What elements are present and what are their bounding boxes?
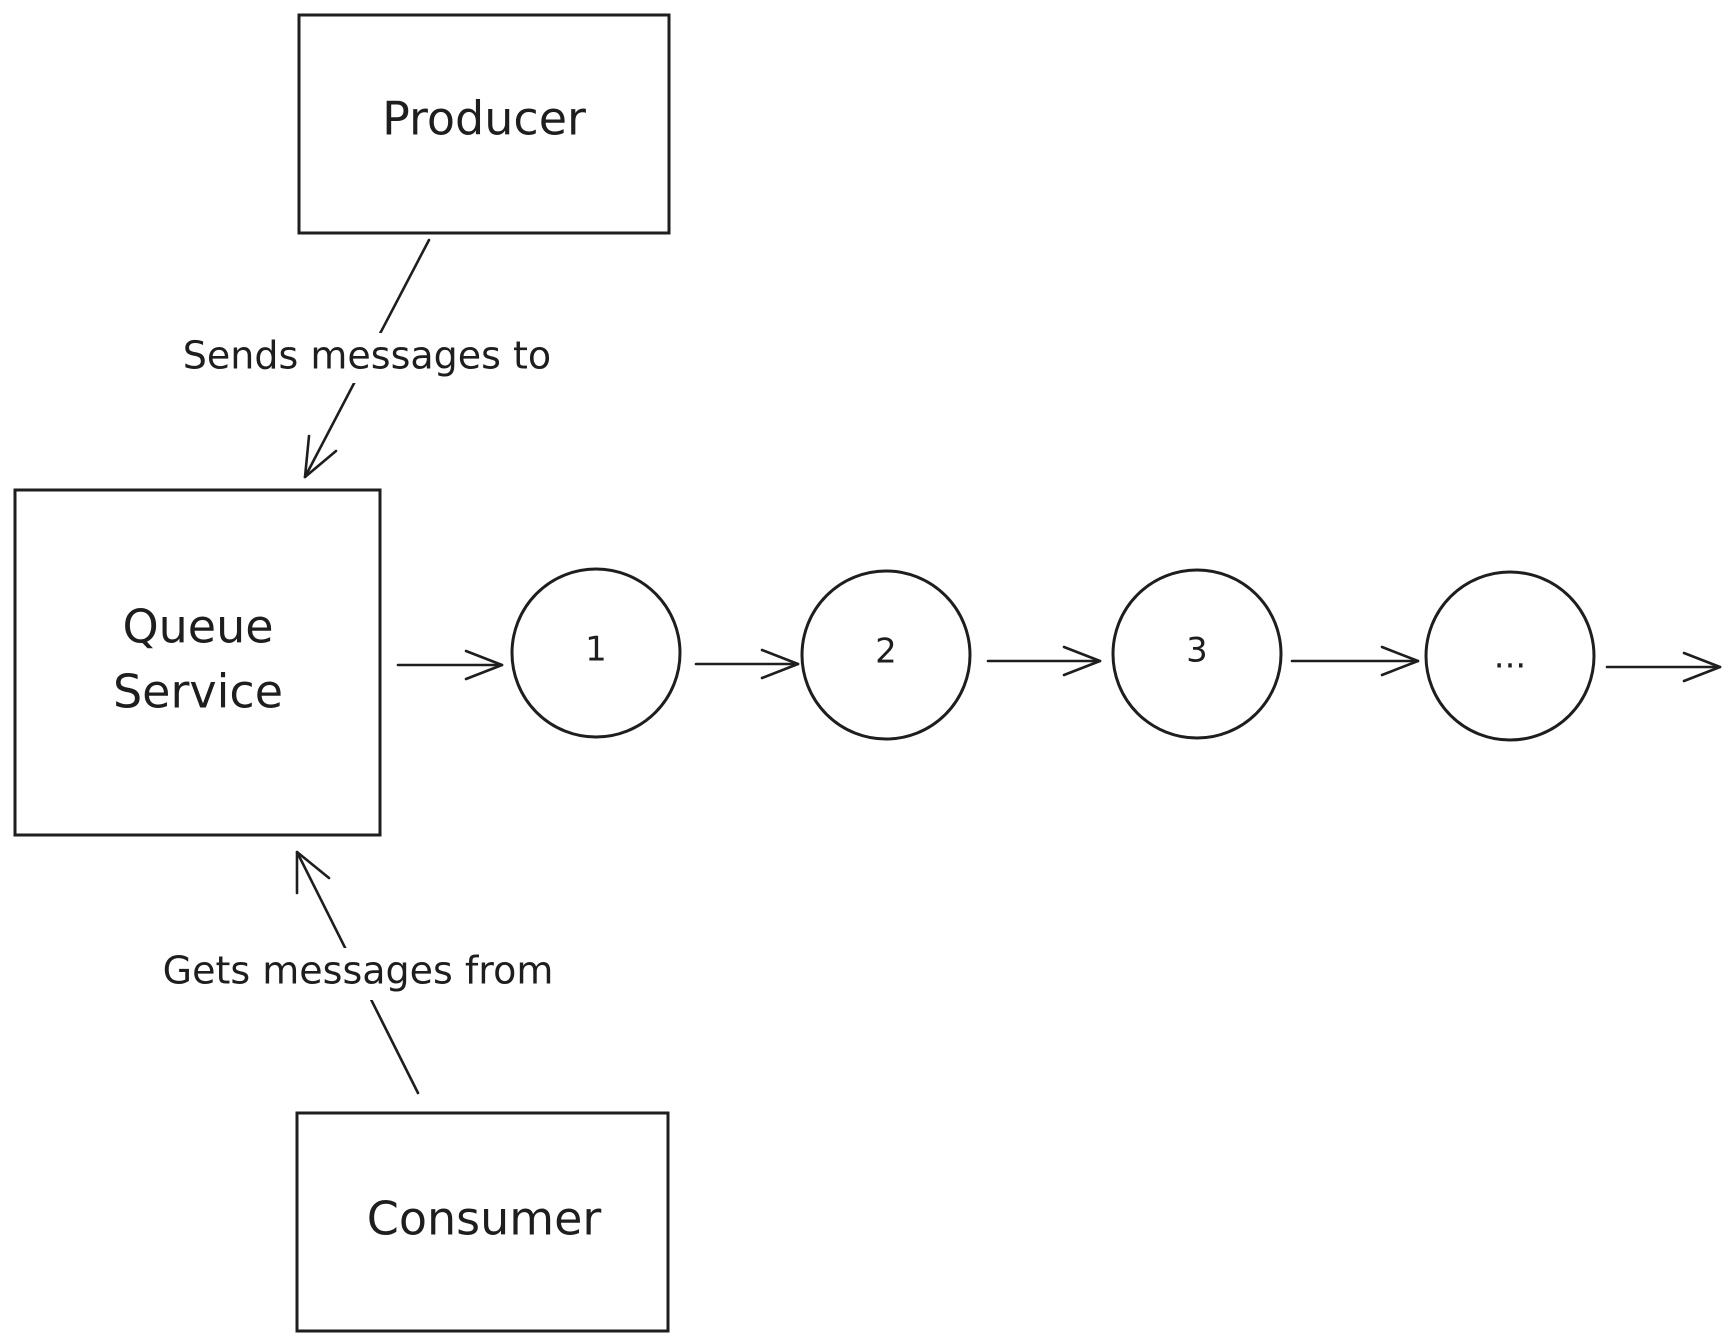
edge-item-2-to-item-3	[986, 645, 1102, 677]
consumer-label: Consumer	[367, 1192, 602, 1246]
queue-item-1: 1	[510, 567, 682, 739]
edge-item-2-to-item-3-arrowhead	[1062, 645, 1102, 677]
queue-item-3-circle	[1111, 568, 1283, 740]
edge-producer-to-queue-label: Sends messages to	[183, 334, 551, 378]
queue-item-ellipsis-label: ...	[1494, 637, 1526, 677]
edge-queue-to-item-1-arrowhead	[464, 649, 504, 681]
queue-item-ellipsis: ...	[1424, 570, 1596, 742]
queue-service-box	[13, 488, 382, 837]
queue-service-label-line-1: Queue	[122, 600, 273, 654]
queue-item-1-label: 1	[585, 630, 607, 670]
edge-item-1-to-item-2-arrowhead	[760, 648, 800, 680]
edge-ellipsis-outgoing-arrowhead	[1682, 651, 1722, 683]
producer-box	[297, 13, 671, 235]
consumer-box	[295, 1111, 670, 1333]
edge-ellipsis-outgoing	[1605, 651, 1722, 683]
queue-item-2-label: 2	[875, 632, 897, 672]
producer-node: Producer	[297, 13, 671, 235]
edge-producer-to-queue: Sends messages to	[160, 238, 570, 479]
queue-item-2-circle	[800, 569, 972, 741]
queue-service-node: Queue Service	[13, 488, 382, 837]
consumer-node: Consumer	[295, 1111, 670, 1333]
queue-item-ellipsis-circle	[1424, 570, 1596, 742]
edge-consumer-to-queue: Gets messages from	[138, 850, 578, 1095]
edge-item-1-to-item-2	[694, 648, 800, 680]
queue-service-label-line-2: Service	[113, 665, 283, 719]
edge-item-3-to-ellipsis	[1290, 645, 1420, 677]
queue-item-1-circle	[510, 567, 682, 739]
edge-item-3-to-ellipsis-arrowhead	[1380, 645, 1420, 677]
edge-producer-to-queue-arrowhead	[303, 434, 338, 479]
producer-label: Producer	[382, 92, 586, 146]
queue-item-3: 3	[1111, 568, 1283, 740]
edge-consumer-to-queue-arrowhead	[295, 850, 331, 895]
queue-item-3-label: 3	[1186, 631, 1208, 671]
queue-item-2: 2	[800, 569, 972, 741]
edge-consumer-to-queue-label: Gets messages from	[163, 949, 554, 993]
edge-queue-to-item-1	[396, 649, 504, 681]
